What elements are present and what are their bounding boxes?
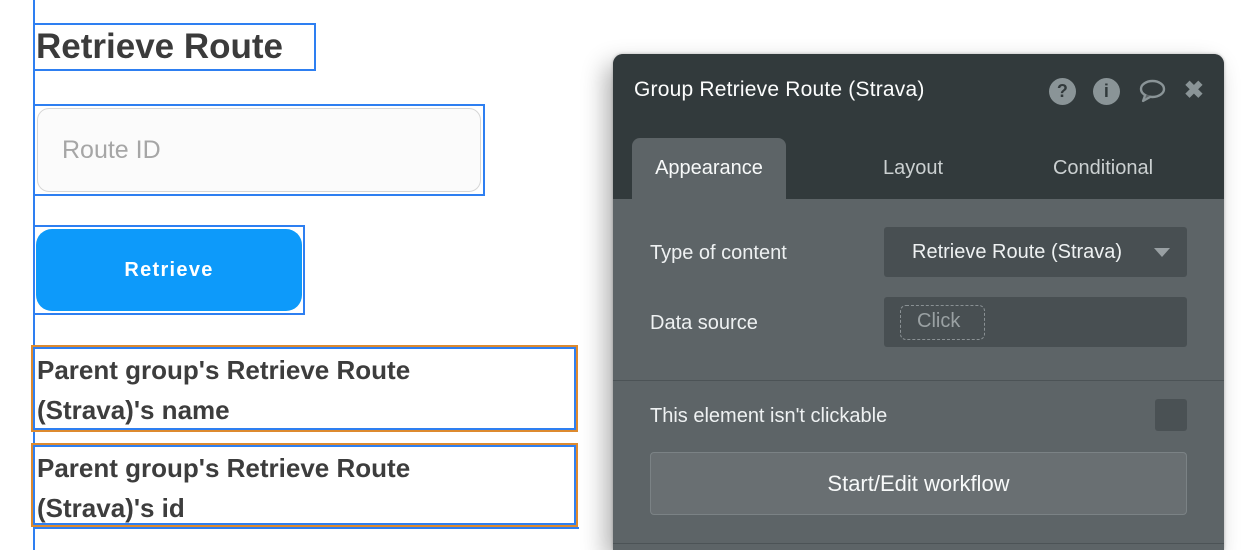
not-clickable-checkbox[interactable] bbox=[1155, 399, 1187, 431]
panel-title: Group Retrieve Route (Strava) bbox=[634, 78, 925, 101]
tab-layout[interactable]: Layout bbox=[882, 157, 944, 179]
chevron-down-icon bbox=[1154, 248, 1170, 257]
info-icon[interactable]: i bbox=[1092, 77, 1120, 105]
close-icon[interactable]: ✖ bbox=[1183, 77, 1204, 104]
dynamic-text-name-label: Parent group's Retrieve Route (Strava)'s… bbox=[37, 355, 411, 425]
not-clickable-label: This element isn't clickable bbox=[650, 405, 888, 427]
start-edit-workflow-button[interactable]: Start/Edit workflow bbox=[650, 452, 1187, 515]
property-editor-panel: Group Retrieve Route (Strava) ? i ✖ Appe… bbox=[613, 54, 1224, 550]
dynamic-text-id-element[interactable]: Parent group's Retrieve Route (Strava)'s… bbox=[31, 443, 578, 527]
retrieve-button[interactable]: Retrieve bbox=[36, 229, 302, 311]
dynamic-text-id-label: Parent group's Retrieve Route (Strava)'s… bbox=[37, 453, 411, 523]
heading-text: Retrieve Route bbox=[36, 27, 284, 66]
panel-header: Group Retrieve Route (Strava) ? i ✖ Appe… bbox=[613, 54, 1224, 199]
section-divider bbox=[613, 380, 1224, 381]
canvas-button-selection: Retrieve bbox=[33, 225, 305, 315]
route-id-input[interactable] bbox=[37, 108, 481, 192]
type-of-content-label: Type of content bbox=[650, 242, 787, 264]
panel-header-icons: ? i ✖ bbox=[1048, 76, 1204, 106]
tab-conditional[interactable]: Conditional bbox=[1052, 157, 1154, 179]
data-source-click-placeholder[interactable]: Click bbox=[900, 304, 986, 340]
bottom-divider bbox=[613, 543, 1224, 544]
tab-appearance[interactable]: Appearance bbox=[632, 138, 786, 199]
comment-icon[interactable] bbox=[1137, 78, 1167, 104]
canvas-input-selection bbox=[33, 104, 485, 196]
data-source-label: Data source bbox=[650, 312, 758, 334]
help-icon[interactable]: ? bbox=[1048, 77, 1076, 105]
type-of-content-value: Retrieve Route (Strava) bbox=[912, 240, 1123, 263]
panel-body: Type of content Retrieve Route (Strava) … bbox=[613, 199, 1224, 550]
canvas-heading-element[interactable]: Retrieve Route bbox=[33, 23, 316, 71]
dynamic-text-name-element[interactable]: Parent group's Retrieve Route (Strava)'s… bbox=[31, 345, 578, 432]
group-bottom-edge-guide bbox=[33, 527, 579, 529]
type-of-content-dropdown[interactable]: Retrieve Route (Strava) bbox=[884, 227, 1187, 277]
data-source-field[interactable]: Click bbox=[884, 297, 1187, 347]
